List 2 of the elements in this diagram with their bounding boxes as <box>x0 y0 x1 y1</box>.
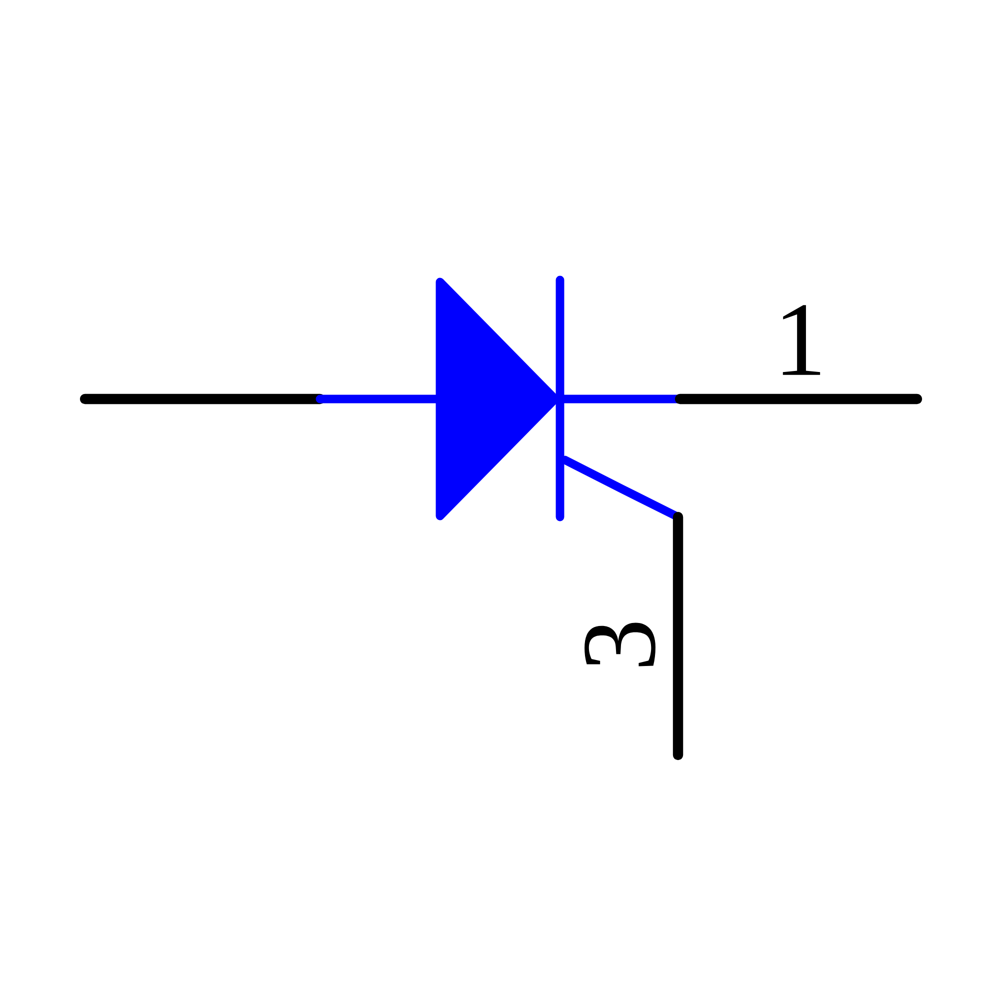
pin-number: 1 <box>782 305 820 375</box>
pin-number: 3 <box>584 622 656 666</box>
